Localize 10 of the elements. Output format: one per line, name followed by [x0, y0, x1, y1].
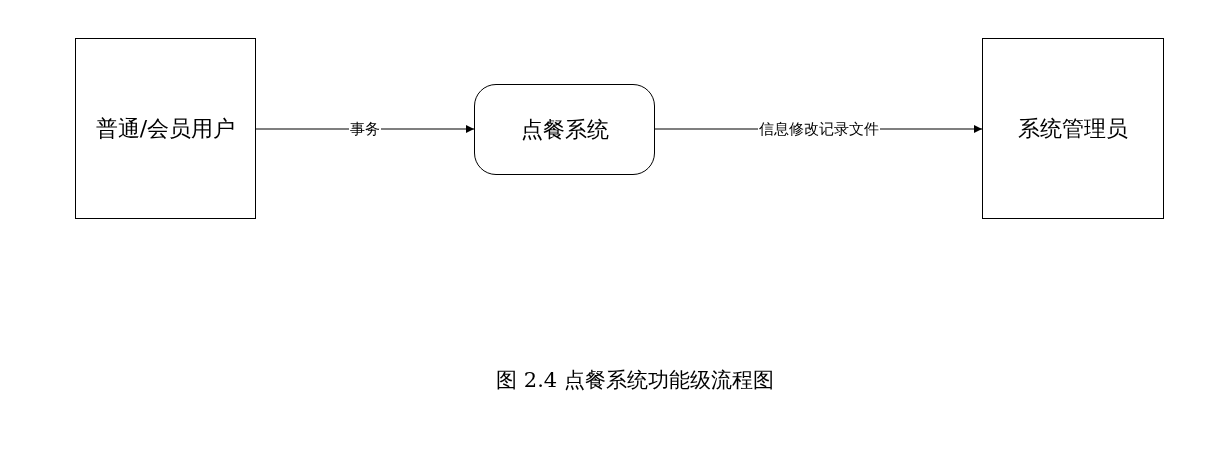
figure-caption: 图 2.4 点餐系统功能级流程图 [496, 368, 774, 392]
edge-label: 事务 [349, 120, 381, 138]
edge-label: 信息修改记录文件 [757, 120, 880, 138]
actor-box [982, 38, 1164, 219]
node-label: 点餐系统 [519, 115, 610, 144]
process-box [474, 84, 655, 175]
node-label: 普通/会员用户 [94, 114, 237, 143]
node-label: 系统管理员 [1017, 114, 1129, 143]
arrow [255, 125, 475, 133]
actor-box [75, 38, 256, 219]
